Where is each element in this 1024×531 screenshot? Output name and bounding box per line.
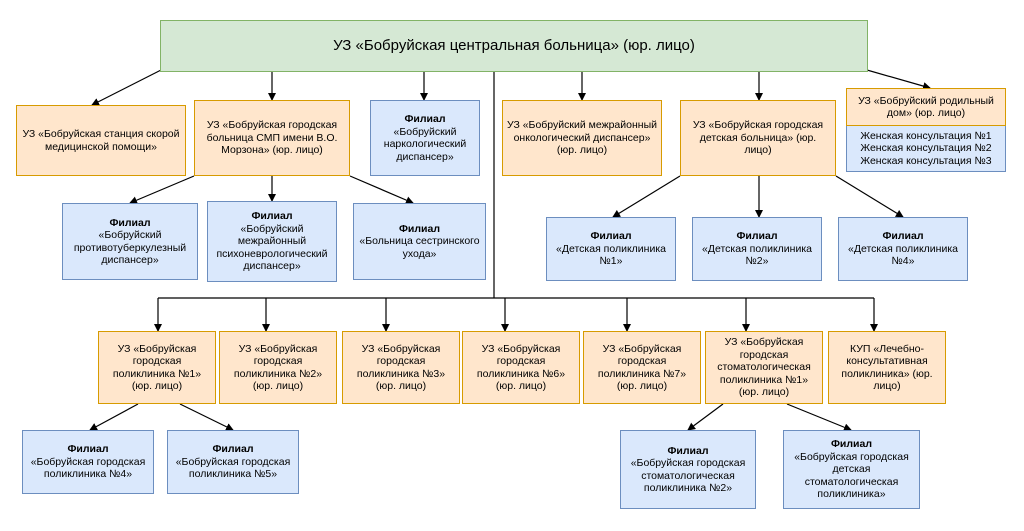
node-poly-3: УЗ «Бобруйская городская поликлиника №3»… <box>342 331 460 404</box>
node-label: УЗ «Бобруйская городская поликлиника №6»… <box>476 342 566 393</box>
node-poly-1: УЗ «Бобруйская городская поликлиника №1»… <box>98 331 216 404</box>
filial-label: Филиал <box>590 230 632 243</box>
node-label: «Больница сестринского ухода» <box>359 235 480 260</box>
node-label: «Детская поликлиника №4» <box>848 242 958 268</box>
node-label: УЗ «Бобруйская городская поликлиника №2»… <box>233 342 323 393</box>
filial-label: Филиал <box>404 113 446 125</box>
node-label: «Детская поликлиника №2» <box>702 242 812 268</box>
node-label: УЗ «Бобруйская городская стоматологическ… <box>717 336 811 399</box>
node-children-stoma-branch: Филиал «Бобруйская городская детская сто… <box>783 430 920 509</box>
node-lkp: КУП «Лечебно-консультативная поликлиника… <box>828 331 946 404</box>
node-label: «Бобруйский противотуберкулезный диспанс… <box>73 229 187 266</box>
node-children-poly-1: Филиал «Детская поликлиника №1» <box>546 217 676 281</box>
node-label: «Бобруйский наркологический диспансер» <box>383 125 467 163</box>
node-children-poly-4: Филиал «Детская поликлиника №4» <box>838 217 968 281</box>
node-label: «Бобруйская городская стоматологическая … <box>630 457 746 494</box>
node-label: УЗ «Бобруйский родильный дом» (юр. лицо) <box>858 94 994 120</box>
node-onco: УЗ «Бобруйский межрайонный онкологически… <box>502 100 662 176</box>
node-stoma-poly-2-branch: Филиал «Бобруйская городская стоматологи… <box>620 430 756 509</box>
node-tb-branch: Филиал «Бобруйский противотуберкулезный … <box>62 203 198 280</box>
node-children-hospital: УЗ «Бобруйская городская детская больниц… <box>680 100 836 176</box>
node-label: УЗ «Бобруйская городская поликлиника №3»… <box>356 342 446 393</box>
node-morzon-hospital: УЗ «Бобруйская городская больница СМП им… <box>194 100 350 176</box>
node-poly-6: УЗ «Бобруйская городская поликлиника №6»… <box>462 331 580 404</box>
root-label: УЗ «Бобруйская центральная больница» (юр… <box>333 36 695 54</box>
node-poly-7: УЗ «Бобруйская городская поликлиника №7»… <box>583 331 701 404</box>
node-label: УЗ «Бобруйская городская детская больниц… <box>692 119 824 157</box>
node-label: УЗ «Бобруйская городская поликлиника №7»… <box>597 342 687 393</box>
root-node: УЗ «Бобруйская центральная больница» (юр… <box>160 20 868 72</box>
node-maternity: УЗ «Бобруйский родильный дом» (юр. лицо) <box>846 88 1006 126</box>
node-narco-branch: Филиал «Бобруйский наркологический диспа… <box>370 100 480 176</box>
women-consult-1: Женская консультация №1 <box>860 129 992 142</box>
node-label: УЗ «Бобруйская городская поликлиника №1»… <box>112 342 202 393</box>
filial-label: Филиал <box>109 216 151 229</box>
filial-label: Филиал <box>398 222 441 235</box>
filial-label: Филиал <box>830 438 873 451</box>
node-label: «Детская поликлиника №1» <box>556 242 666 268</box>
node-ambulance: УЗ «Бобруйская станция скорой медицинско… <box>16 105 186 176</box>
node-poly-5-branch: Филиал «Бобруйская городская поликлиника… <box>167 430 299 494</box>
node-label: УЗ «Бобруйская городская больница СМП им… <box>206 119 338 157</box>
node-maternity-group: УЗ «Бобруйский родильный дом» (юр. лицо)… <box>846 88 1006 172</box>
filial-label: Филиал <box>212 443 254 456</box>
node-label: «Бобруйский межрайонный психоневрологиче… <box>216 222 328 273</box>
node-stoma-poly-1: УЗ «Бобруйская городская стоматологическ… <box>705 331 823 404</box>
filial-label: Филиал <box>882 230 924 243</box>
women-consult-2: Женская консультация №2 <box>860 142 992 155</box>
node-label: КУП «Лечебно-консультативная поликлиника… <box>841 342 933 393</box>
filial-label: Филиал <box>667 444 709 457</box>
women-consult-3: Женская консультация №3 <box>860 154 992 167</box>
node-poly-4-branch: Филиал «Бобруйская городская поликлиника… <box>22 430 154 494</box>
node-women-consultations: Женская консультация №1 Женская консульт… <box>846 126 1006 172</box>
node-children-poly-2: Филиал «Детская поликлиника №2» <box>692 217 822 281</box>
node-poly-2: УЗ «Бобруйская городская поликлиника №2»… <box>219 331 337 404</box>
filial-label: Филиал <box>67 443 109 456</box>
node-nursing-branch: Филиал «Больница сестринского ухода» <box>353 203 486 280</box>
node-label: УЗ «Бобруйская станция скорой медицинско… <box>22 128 180 153</box>
node-label: УЗ «Бобруйский межрайонный онкологически… <box>507 119 657 157</box>
filial-label: Филиал <box>251 210 293 223</box>
filial-label: Филиал <box>736 230 778 243</box>
node-label: «Бобруйская городская поликлиника №5» <box>175 455 291 481</box>
node-label: «Бобруйская городская детская стоматолог… <box>794 450 909 501</box>
node-label: «Бобруйская городская поликлиника №4» <box>30 455 146 481</box>
node-psycho-branch: Филиал «Бобруйский межрайонный психоневр… <box>207 201 337 282</box>
